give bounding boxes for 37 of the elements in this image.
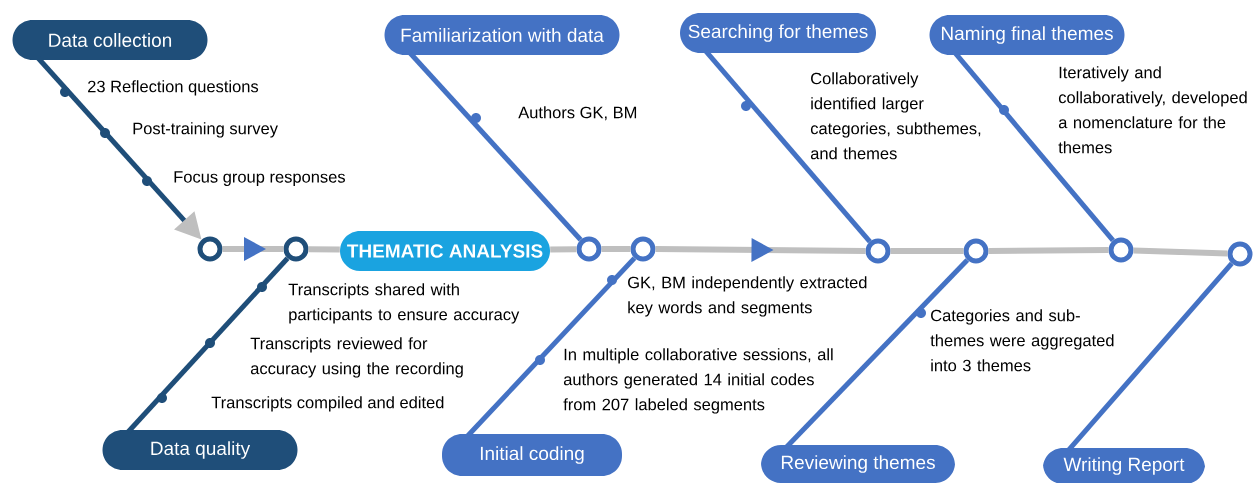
step-note: In multiple collaborative sessions, all authors generated 14 initial codes from 207 labeled segments [563, 348, 833, 414]
step-pill: Data collection [12, 20, 208, 60]
step-pill: Writing Report [1043, 448, 1205, 483]
ring-marker [865, 238, 891, 264]
ring-marker [1227, 241, 1253, 267]
connector-line [890, 248, 964, 254]
step-note: Focus group responses [174, 171, 345, 186]
step-note: Iteratively and collaboratively, developed a nomenclature for the themes [1058, 66, 1247, 154]
step-note: 23 Reflection questions [88, 80, 259, 96]
ring-marker [283, 236, 309, 262]
step-note: Transcripts shared with participants to ensure accuracy [288, 283, 520, 324]
step-note: Categories and sub-themes were aggregated into 3 themes [930, 309, 1114, 372]
connector-line [988, 247, 1109, 254]
ring-marker [1108, 237, 1134, 263]
connector-line [550, 246, 577, 253]
step-pill: Familiarization with data [384, 15, 620, 55]
ring-marker [630, 236, 656, 262]
ring-marker [197, 236, 223, 262]
connector-line [655, 237, 866, 262]
step-note: Transcripts compiled and edited [211, 396, 444, 412]
ring-marker [576, 236, 602, 262]
step-pill: Naming final themes [929, 15, 1125, 55]
step-pill: Data quality [102, 430, 298, 470]
step-pill: Initial coding [442, 434, 622, 476]
ring-marker [963, 238, 989, 264]
step-pill: Searching for themes [680, 13, 876, 53]
step-note: Authors GK, BM [518, 106, 637, 121]
step-note: Collaboratively identified larger categories, subthemes, and themes [810, 72, 981, 160]
step-pill: THEMATIC ANALYSIS [340, 231, 550, 271]
step-note: Post-training survey [133, 122, 278, 138]
connector-line [308, 246, 340, 253]
step-pill: Reviewing themes [761, 445, 955, 483]
connector-line [601, 246, 631, 252]
step-note: GK, BM independently extracted key words and segments [628, 276, 867, 317]
connector-line [222, 237, 284, 261]
connector-line [1133, 247, 1228, 257]
step-note: Transcripts reviewed for accuracy using the recording [250, 337, 463, 378]
